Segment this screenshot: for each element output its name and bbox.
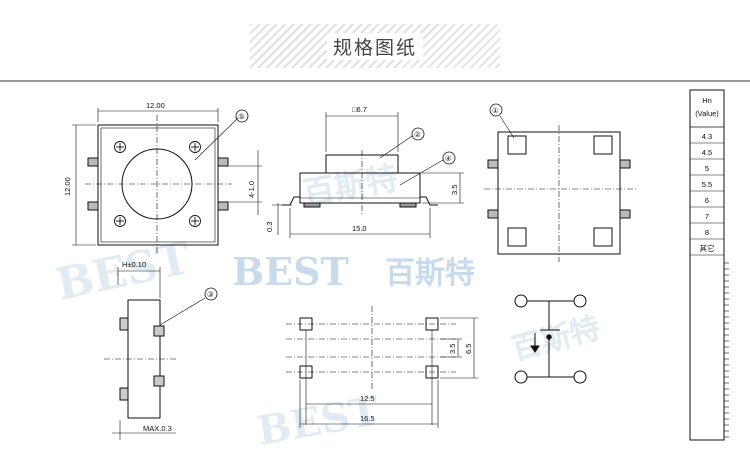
top-view xyxy=(72,108,262,255)
schematic-symbol xyxy=(514,294,587,384)
dim-pad-h-outer: 16.5 xyxy=(360,414,375,423)
pad-layout xyxy=(286,306,478,428)
callout-5: ⑤ xyxy=(238,112,245,121)
dim-h-tolerance: H±0.10 xyxy=(122,260,146,269)
drawing-title: 规格图纸 xyxy=(326,32,423,60)
dim-top-width: 12.00 xyxy=(146,101,165,110)
watermark-brand-1: BEST xyxy=(52,233,195,311)
value-table: 4.3 4.5 5 5.5 6 7 8 其它 xyxy=(689,89,729,441)
watermark-brand-2: BEST xyxy=(232,249,349,294)
dim-lead-pitch: 4-1.0 xyxy=(247,181,256,198)
table-row-value: 7 xyxy=(705,212,709,221)
table-row-value: 5.5 xyxy=(702,180,712,189)
dim-pad-v-inner: 3.5 xyxy=(448,344,457,354)
dim-cap-size: □6.7 xyxy=(352,105,367,114)
table-row-value: 4.3 xyxy=(702,132,712,141)
table-row-value: 8 xyxy=(705,228,709,237)
dim-body-height: 3.5 xyxy=(450,185,459,195)
table-header-value: (Value) xyxy=(695,109,719,118)
callout-4: ④ xyxy=(445,154,452,163)
table-row-value: 其它 xyxy=(700,243,715,253)
callout-2: ② xyxy=(414,130,421,139)
table-row-value: 5 xyxy=(705,164,709,173)
dim-pad-v-outer: 6.5 xyxy=(464,344,473,354)
table-row-value: 4.5 xyxy=(702,148,712,157)
dim-side-length: 15.0 xyxy=(352,224,367,233)
watermark-chinese-3: 百斯特 xyxy=(508,311,604,368)
watermark: BEST BEST 百斯特 百斯特 BEST 百斯特 xyxy=(52,159,604,455)
dim-lead-thickness: 0.3 xyxy=(265,222,274,232)
table-row-value: 6 xyxy=(705,196,709,205)
dim-max-note: MAX.0.3 xyxy=(143,424,172,433)
dim-top-height: 12.00 xyxy=(63,177,72,196)
table-header-hn: Hn xyxy=(702,96,712,105)
side-view xyxy=(272,112,464,238)
callout-3: ③ xyxy=(207,290,214,299)
bottom-view xyxy=(484,103,636,262)
watermark-chinese-1: 百斯特 xyxy=(385,256,475,291)
front-view xyxy=(104,267,218,440)
dim-pad-h-inner: 12.5 xyxy=(360,394,375,403)
title-banner: 规格图纸 xyxy=(250,24,500,68)
callout-1: ① xyxy=(492,106,499,115)
